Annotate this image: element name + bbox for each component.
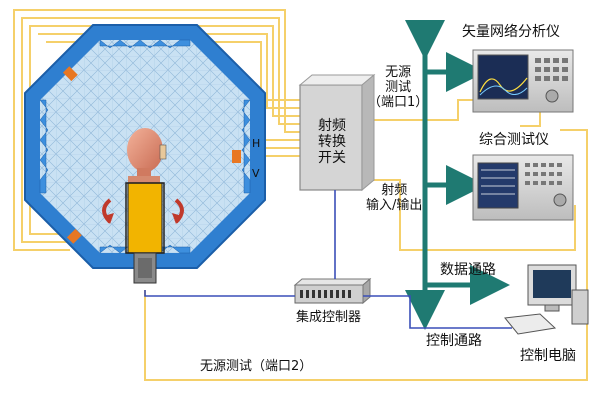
phantom-head [127, 128, 167, 184]
integrated-controller-label: 集成控制器 [296, 310, 362, 325]
vna-label: 矢量网络分析仪 [462, 24, 560, 40]
data-bus [405, 20, 510, 330]
v-polarization-label: V [252, 167, 260, 180]
positioner-column [125, 182, 165, 284]
h-polarization-label: H [252, 137, 261, 150]
rf-switch-line1: 射频 [318, 118, 346, 134]
rf-switch-label: 射频 转换 开关 [318, 118, 346, 166]
rf-switch-box [298, 73, 376, 192]
comprehensive-tester [472, 154, 574, 221]
control-pc-label: 控制电脑 [520, 348, 576, 364]
integrated-controller-box [293, 277, 372, 305]
passive-test-port1-line2: 测试 [385, 79, 412, 95]
rf-switch-line3: 开关 [318, 150, 346, 167]
control-cables [144, 190, 512, 329]
data-path-label: 数据通路 [440, 262, 496, 278]
rf-io-line2: 输入/输出 [366, 197, 423, 213]
vna-instrument [472, 49, 574, 113]
comprehensive-tester-label: 综合测试仪 [479, 132, 549, 148]
rf-switch-line2: 转换 [318, 134, 346, 151]
rf-io-label: 射频 输入/输出 [366, 183, 423, 214]
rf-io-line1: 射频 [381, 183, 408, 198]
passive-test-port1-line1: 无源 [385, 65, 412, 80]
passive-test-port1-label: 无源 测试 （端口1） [368, 65, 429, 111]
passive-test-port1-line3: （端口1） [368, 94, 429, 110]
rotation-arrows [102, 198, 184, 224]
control-pc [504, 264, 589, 335]
control-path-label: 控制通路 [426, 333, 482, 349]
passive-test-port2-label: 无源测试（端口2） [200, 359, 313, 374]
